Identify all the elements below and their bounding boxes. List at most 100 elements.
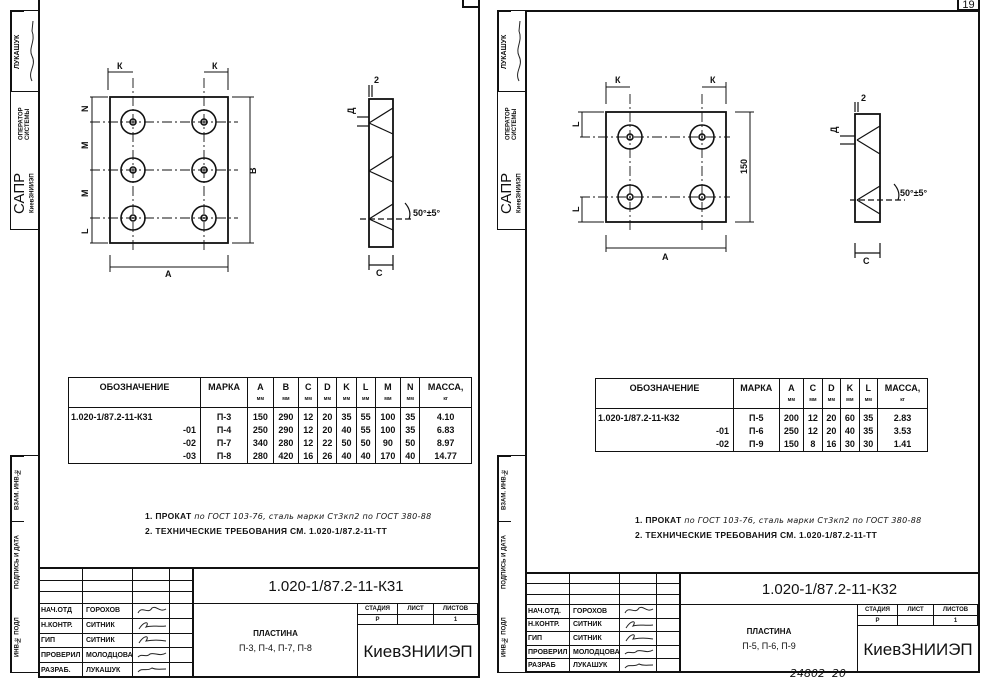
orig-inv-label: ИНВ.№ ПОДЛ: [498, 601, 511, 673]
column-unit: кг: [900, 397, 905, 403]
stage-value-sheet: [898, 616, 934, 626]
bolt-holes: [617, 124, 715, 210]
role-label: РАЗРАБ: [525, 659, 570, 673]
person-name: МОЛОДЦОВА: [570, 645, 620, 660]
column-unit: кг: [443, 396, 448, 402]
table-cell: 26: [317, 450, 338, 464]
column-header-label: A: [788, 383, 795, 393]
column-unit: мм: [384, 396, 392, 402]
revision-cell: [83, 569, 133, 581]
column-header-label: ОБОЗНАЧЕНИЕ: [629, 383, 700, 393]
revision-cell: [570, 594, 620, 605]
role-label: ГИП: [525, 632, 570, 646]
date-cell: [170, 663, 193, 678]
sheet-frame: [525, 10, 980, 673]
organization-name: КиевЗНИИЭП: [863, 639, 973, 659]
plate-drawing: К К А 150 L L 2 Д 50°±5° С: [571, 75, 928, 266]
side-strip-bottom: ВЗАМ. ИНВ.№ ПОДПИСЬ И ДАТА ИНВ.№ ПОДЛ: [497, 455, 526, 673]
revision-cell: [525, 584, 570, 595]
table-cell: 35: [858, 425, 879, 438]
column-header-label: D: [828, 383, 835, 393]
signature: [137, 667, 167, 673]
column-header-label: L: [362, 382, 369, 392]
plate-side-view: [368, 98, 394, 248]
document-code: 1.020-1/87.2-11-К31: [193, 569, 478, 604]
dim-k-right: К: [710, 75, 716, 85]
column-header-label: МАРКА: [740, 383, 773, 393]
table-cell: 50: [336, 437, 357, 450]
table-cell: 20: [821, 408, 842, 425]
countersinks: [840, 102, 905, 258]
note-2: 2. ТЕХНИЧЕСКИЕ ТРЕБОВАНИЯ СМ. 1.020-1/87…: [635, 530, 878, 540]
table-cell: 1.41: [877, 438, 928, 452]
sapr-label: САПР: [10, 172, 28, 214]
revision-cell: [620, 574, 657, 585]
table-cell: 30: [858, 438, 879, 452]
revision-cell: [133, 580, 170, 593]
signature-cell: [620, 645, 657, 660]
table-cell: 6.83: [419, 424, 472, 437]
date-cell: [657, 632, 680, 646]
role-label: ПРОВЕРИЛ: [38, 648, 83, 664]
table-cell: 55: [355, 424, 376, 437]
signature-cell: [133, 633, 170, 649]
column-unit: мм: [827, 397, 836, 403]
column-unit: мм: [256, 396, 265, 402]
dim-l-top: L: [571, 121, 581, 127]
table-cell: 170: [374, 450, 402, 464]
revision-cell: [525, 574, 570, 585]
operator-label: ОПЕРАТОР СИСТЕМЫ: [11, 91, 39, 156]
table-cell: 4.10: [419, 407, 472, 424]
organization-name: КиевЗНИИЭП: [363, 641, 473, 661]
side-strip-top: ЛУКАШУК ОПЕРАТОР СИСТЕМЫ САПР КиевЗНИИЭП: [497, 10, 526, 230]
table-cell: 12: [803, 408, 823, 425]
sheet-number-box: 19: [957, 0, 980, 11]
sheet-number-box: [462, 0, 480, 8]
replace-inv-label: ВЗАМ. ИНВ.№: [498, 456, 511, 521]
revision-cell: [38, 580, 83, 593]
dimension-lines: [578, 82, 754, 252]
designation-cell: -01: [595, 425, 734, 438]
dim-a: А: [662, 252, 669, 262]
table-cell: 40: [400, 450, 421, 464]
column-header-label: L: [865, 383, 872, 393]
table-cell: 35: [400, 424, 421, 437]
table-cell: П-6: [733, 425, 780, 438]
signature-cell: [133, 618, 170, 634]
revision-cell: [170, 569, 193, 581]
column-header: МАРКА: [199, 377, 249, 408]
column-header-label: K: [343, 382, 350, 392]
person-name: ЛУКАШУК: [570, 659, 620, 673]
column-header-label: C: [304, 382, 312, 392]
title-text: ПЛАСТИНА: [746, 627, 792, 636]
dim-k-left: К: [117, 61, 123, 71]
revision-cell: [133, 569, 170, 581]
stage-header-stage_label: СТАДИЯ: [358, 604, 398, 615]
column-unit: мм: [304, 396, 312, 402]
dim-d: Д: [829, 126, 839, 133]
operator-label: ОПЕРАТОР СИСТЕМЫ: [498, 91, 526, 156]
countersinks: [357, 85, 412, 270]
stage-header-sheet_label: ЛИСТ: [898, 605, 934, 616]
table-cell: 35: [336, 407, 357, 424]
column-unit: мм: [809, 397, 817, 403]
signature-cell: [620, 632, 657, 646]
title-text: ПЛАСТИНА: [253, 629, 298, 638]
designation-cell: 1.020-1/87.2-11-К32: [595, 408, 734, 425]
dim-m1: М: [80, 142, 90, 150]
signature-cell: [133, 663, 170, 678]
